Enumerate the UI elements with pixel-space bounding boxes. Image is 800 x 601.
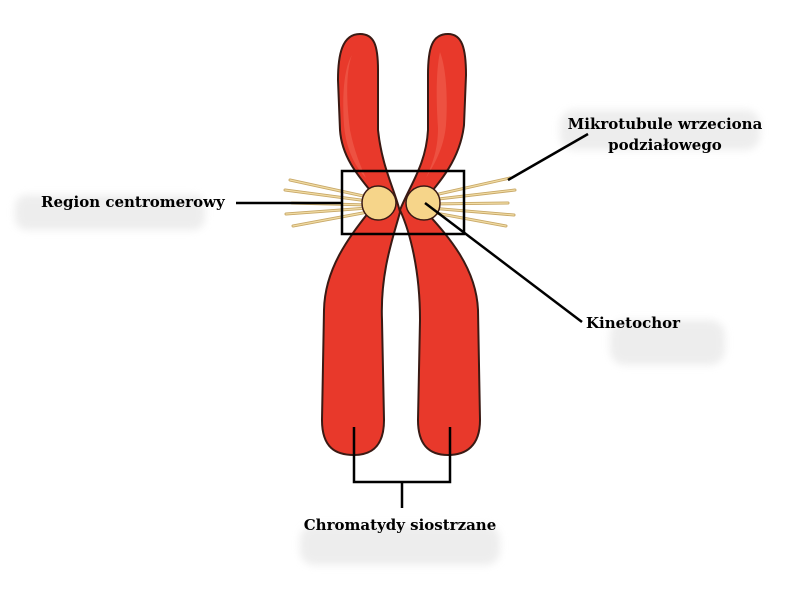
microtubules-right-highlight xyxy=(429,177,516,227)
label-spindle-microtubules-line2: podziałowego xyxy=(608,136,722,154)
label-centromere-region: Region centromerowy xyxy=(41,193,225,211)
chromatid-left xyxy=(320,32,402,457)
label-spindle-microtubules: Mikrotubule wrzeciona podziałowego xyxy=(560,114,770,156)
microtubules-right xyxy=(428,176,517,228)
leader-line-kinetochore xyxy=(424,202,583,323)
chromatid-right-shine xyxy=(426,52,447,178)
chromatid-left-shine xyxy=(343,55,366,178)
label-spindle-microtubules-line1: Mikrotubule wrzeciona xyxy=(567,115,763,133)
label-kinetochore: Kinetochor xyxy=(586,314,681,332)
kinetochore-right xyxy=(405,185,441,221)
leader-line-microtubules xyxy=(507,132,589,182)
label-sister-chromatids: Chromatydy siostrzane xyxy=(303,516,497,534)
sister-chromatids-bracket xyxy=(352,427,452,508)
chromatid-right xyxy=(398,32,482,457)
kinetochore-left xyxy=(361,185,397,221)
background-smudges xyxy=(15,110,760,565)
